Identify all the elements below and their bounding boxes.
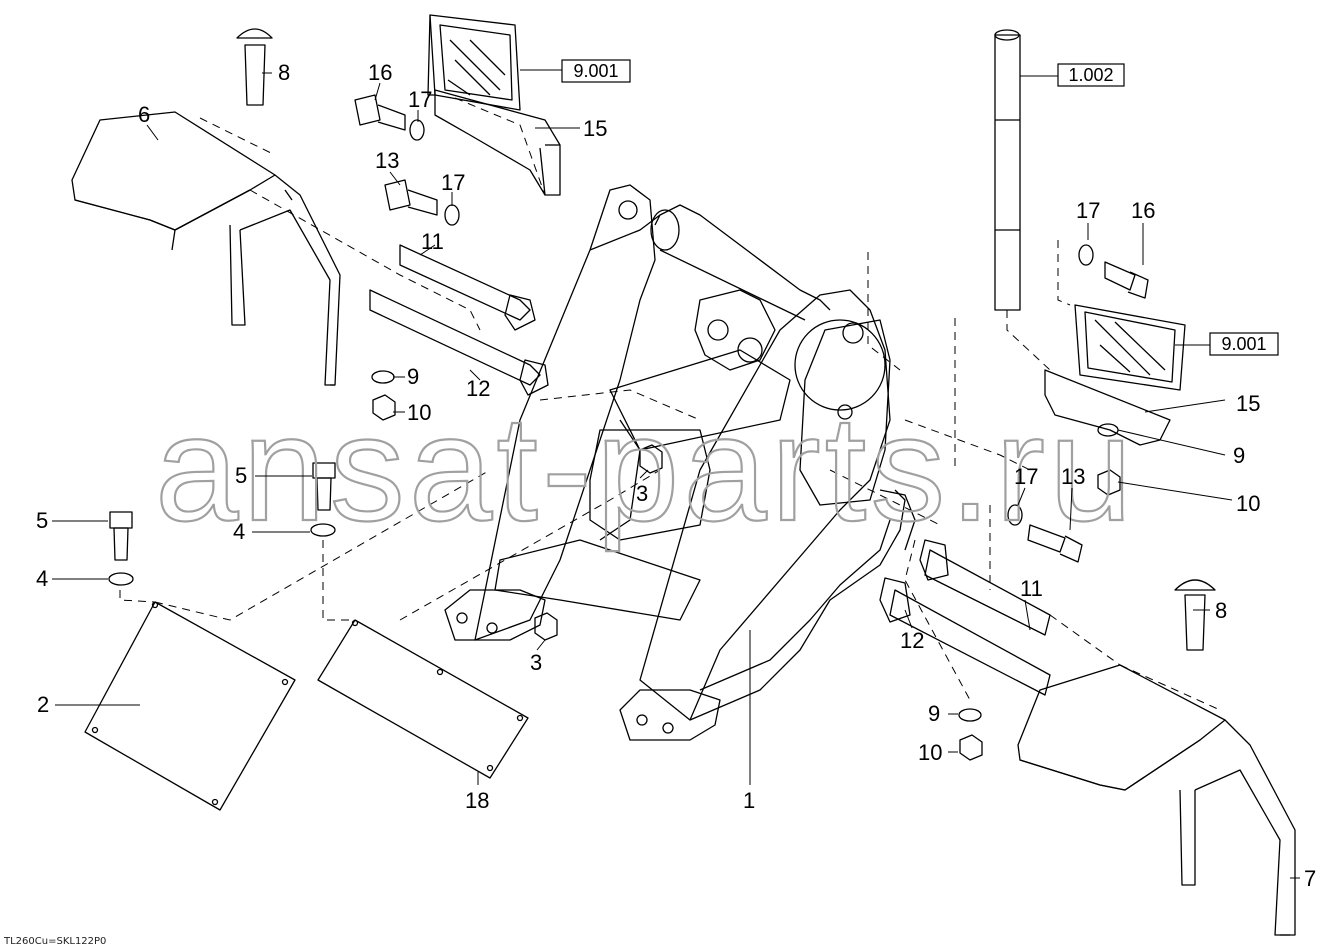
ref-box-9001-right[interactable]: 9.001: [1209, 332, 1279, 356]
callout-13-right[interactable]: 13: [1061, 464, 1085, 489]
callout-2[interactable]: 2: [37, 692, 49, 717]
bolt-16-top: [354, 94, 406, 131]
fender-left-part: [71, 111, 341, 386]
washer-9-left: [371, 370, 395, 384]
callout-12-left[interactable]: 12: [466, 376, 490, 401]
bolt-16-right: [1104, 261, 1149, 299]
bolt-13-top: [384, 179, 438, 216]
ref-label: 9.001: [573, 61, 618, 81]
step-bracket-right: [1044, 369, 1171, 446]
callout-9-left[interactable]: 9: [407, 364, 419, 389]
step-box-right: [1074, 304, 1186, 391]
callout-10-right[interactable]: 10: [1236, 491, 1260, 516]
callout-8-top[interactable]: 8: [278, 60, 290, 85]
nut-3-upper: [639, 444, 663, 474]
carriage-bolt-8-top: [236, 28, 273, 106]
callout-16-top[interactable]: 16: [368, 60, 392, 85]
callout-6[interactable]: 6: [138, 102, 150, 127]
assembly-lines: [119, 97, 1221, 711]
nut-10-right: [1097, 469, 1121, 496]
tube-12-right: [879, 577, 1051, 696]
step-box-top: [427, 14, 521, 111]
washer-9-lower: [958, 708, 982, 722]
callout-4-left[interactable]: 4: [36, 566, 48, 591]
callout-1[interactable]: 1: [743, 788, 755, 813]
callout-11-left[interactable]: 11: [421, 229, 444, 254]
nut-10-left: [372, 394, 396, 421]
nut-10-lower: [959, 734, 983, 761]
callout-5-mid[interactable]: 5: [235, 463, 247, 488]
tube-11-left: [399, 244, 536, 331]
cover-plate-18: [317, 619, 529, 779]
callout-10-lower[interactable]: 10: [918, 740, 942, 765]
fender-right-part: [1017, 664, 1296, 936]
callout-17-mid[interactable]: 17: [441, 170, 465, 195]
callout-9-right[interactable]: 9: [1233, 443, 1245, 468]
callout-8-right[interactable]: 8: [1215, 598, 1227, 623]
callout-18[interactable]: 18: [465, 788, 489, 813]
ref-label: 1.002: [1068, 65, 1113, 85]
carriage-bolt-8-right: [1174, 579, 1216, 651]
callout-11-right[interactable]: 11: [1020, 576, 1043, 601]
washer-17-d: [1007, 504, 1023, 526]
callout-15-top[interactable]: 15: [583, 116, 607, 141]
rod-part: [994, 29, 1021, 311]
callout-7[interactable]: 7: [1304, 866, 1316, 891]
drawing-code: TL260Cu=SKL122P0: [4, 936, 107, 947]
watermark-text: ansat-parts.ru: [155, 384, 1136, 552]
washer-17-a: [409, 119, 425, 141]
callout-17-right[interactable]: 17: [1076, 198, 1100, 223]
tube-11-right: [919, 539, 1051, 636]
callout-12-right[interactable]: 12: [900, 628, 924, 653]
leader-lines: [52, 69, 1300, 879]
ref-box-1002[interactable]: 1.002: [1057, 63, 1125, 87]
callout-9-lower[interactable]: 9: [928, 701, 940, 726]
nut-3-lower: [534, 612, 558, 641]
washer-4-left: [108, 572, 134, 586]
bolt-13-right: [1027, 524, 1083, 563]
main-frame-part: [444, 184, 916, 741]
callout-17-lower[interactable]: 17: [1014, 464, 1038, 489]
screw-5-mid: [312, 462, 336, 511]
callout-3-lower[interactable]: 3: [530, 650, 542, 675]
callout-3-upper[interactable]: 3: [636, 481, 648, 506]
callout-4-mid[interactable]: 4: [233, 519, 245, 544]
ref-label: 9.001: [1221, 334, 1266, 354]
callout-10-left[interactable]: 10: [407, 400, 431, 425]
washer-17-b: [444, 204, 460, 226]
callout-16-right[interactable]: 16: [1131, 198, 1155, 223]
washer-17-c: [1078, 244, 1094, 266]
callout-5-left[interactable]: 5: [36, 508, 48, 533]
callout-17-top[interactable]: 17: [408, 87, 432, 112]
tube-12-left: [369, 289, 549, 396]
callout-13-top[interactable]: 13: [375, 148, 399, 173]
washer-4-mid: [310, 523, 336, 537]
callout-15-right[interactable]: 15: [1236, 391, 1260, 416]
screw-5-left: [109, 511, 133, 561]
ref-box-9001-top[interactable]: 9.001: [561, 59, 631, 83]
cover-plate-2: [84, 601, 296, 811]
